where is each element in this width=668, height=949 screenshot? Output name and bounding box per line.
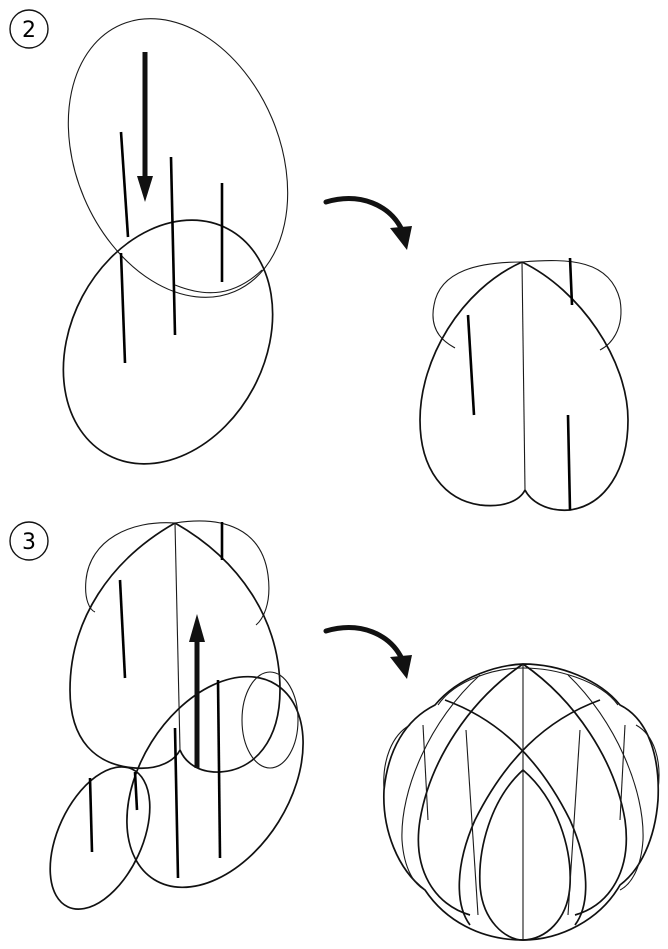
overlap-edge [175,270,262,293]
step-3-number: 3 [22,530,36,555]
down-arrow-icon [137,52,153,202]
step-2: 2 [10,0,628,510]
slot-line [175,728,178,878]
slot-line [121,253,125,363]
petal-arc [568,675,643,890]
step-3-pieces-before [30,521,340,925]
step-2-number: 2 [22,18,36,43]
back-petal-left [433,262,522,348]
slot-line [90,778,92,852]
lower-right-piece [90,645,339,920]
seam [466,730,478,915]
step-2-pieces-after [420,258,628,510]
petal-arc [418,664,523,915]
front-petal-left [70,523,180,768]
side-piece [242,672,298,768]
step-3-badge: 3 [10,522,48,560]
step-3-pieces-after [384,664,659,940]
slot-line [135,772,137,810]
center-seam [522,262,525,490]
front-petal-right [522,262,628,510]
step-3: 3 [10,521,659,940]
back-petal-left [86,523,175,612]
sphere-outline [384,664,658,940]
step-3-transition-arrow-icon [326,628,412,679]
center-seam [175,523,180,750]
crown-ring [438,668,618,705]
lower-left-piece [30,751,170,924]
slot-line [120,580,125,678]
slot-line [171,157,175,335]
step-2-transition-arrow-icon [326,199,412,250]
slot-line [218,680,220,858]
slot-line [568,415,570,510]
petal-arc [402,675,480,890]
step-2-badge: 2 [10,10,48,48]
upper-ellipse-piece [27,0,328,331]
step-2-pieces-before [22,0,328,501]
seam [568,730,580,915]
slot-line [121,132,128,237]
petal-arc [523,664,626,915]
slot-line [468,315,474,415]
side-petal-left [384,725,410,790]
lower-ellipse-piece [22,183,313,500]
